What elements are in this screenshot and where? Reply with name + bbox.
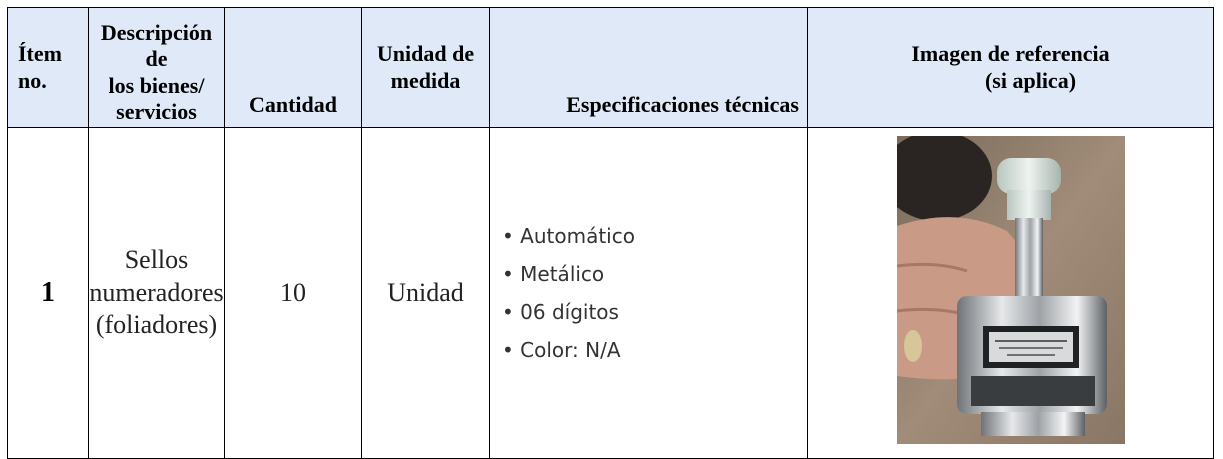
header-unidad: Unidad de medida [361,7,490,128]
header-unidad-line2: medida [390,67,461,93]
header-item-no: Ítem no. [7,7,89,128]
numbering-stamp-photo [881,130,1125,444]
desc-line1: Sellos [124,245,189,275]
spec-item: Metálico [502,255,807,293]
header-item-line1: Ítem [18,41,62,67]
header-desc-line2: los bienes/ [108,72,205,98]
header-cantidad: Cantidad [224,7,362,128]
cell-especificaciones: Automático Metálico 06 dígitos Color: N/… [489,127,808,459]
header-imagen: Imagen de referencia (si aplica) [807,7,1214,128]
header-especificaciones: Especificaciones técnicas [489,7,808,128]
header-unidad-line1: Unidad de [376,41,475,67]
specifications-table: Ítem no. Descripción de los bienes/ serv… [7,7,1214,459]
table-row: 1 Sellos numeradores (foliadores) 10 Uni… [7,127,1214,459]
header-desc-line3: servicios [116,99,197,125]
spec-list: Automático Metálico 06 dígitos Color: N/… [502,217,807,369]
cell-imagen [807,127,1214,459]
cell-unidad: Unidad [361,127,490,459]
header-item-line2: no. [18,67,47,93]
cell-cantidad: 10 [224,127,362,459]
header-imagen-line2: (si aplica) [984,67,1077,93]
desc-line2: numeradores [89,277,224,307]
spec-item: 06 dígitos [502,293,807,331]
spec-item: Color: N/A [502,331,807,369]
cell-item-no: 1 [7,127,89,459]
header-desc-line1: Descripción de [100,20,213,72]
desc-line3: (foliadores) [95,310,218,340]
header-row: Ítem no. Descripción de los bienes/ serv… [7,7,1214,128]
header-descripcion: Descripción de los bienes/ servicios [88,7,225,128]
cell-descripcion: Sellos numeradores (foliadores) [88,127,225,459]
spec-item: Automático [502,217,807,255]
header-imagen-line1: Imagen de referencia [911,41,1110,67]
